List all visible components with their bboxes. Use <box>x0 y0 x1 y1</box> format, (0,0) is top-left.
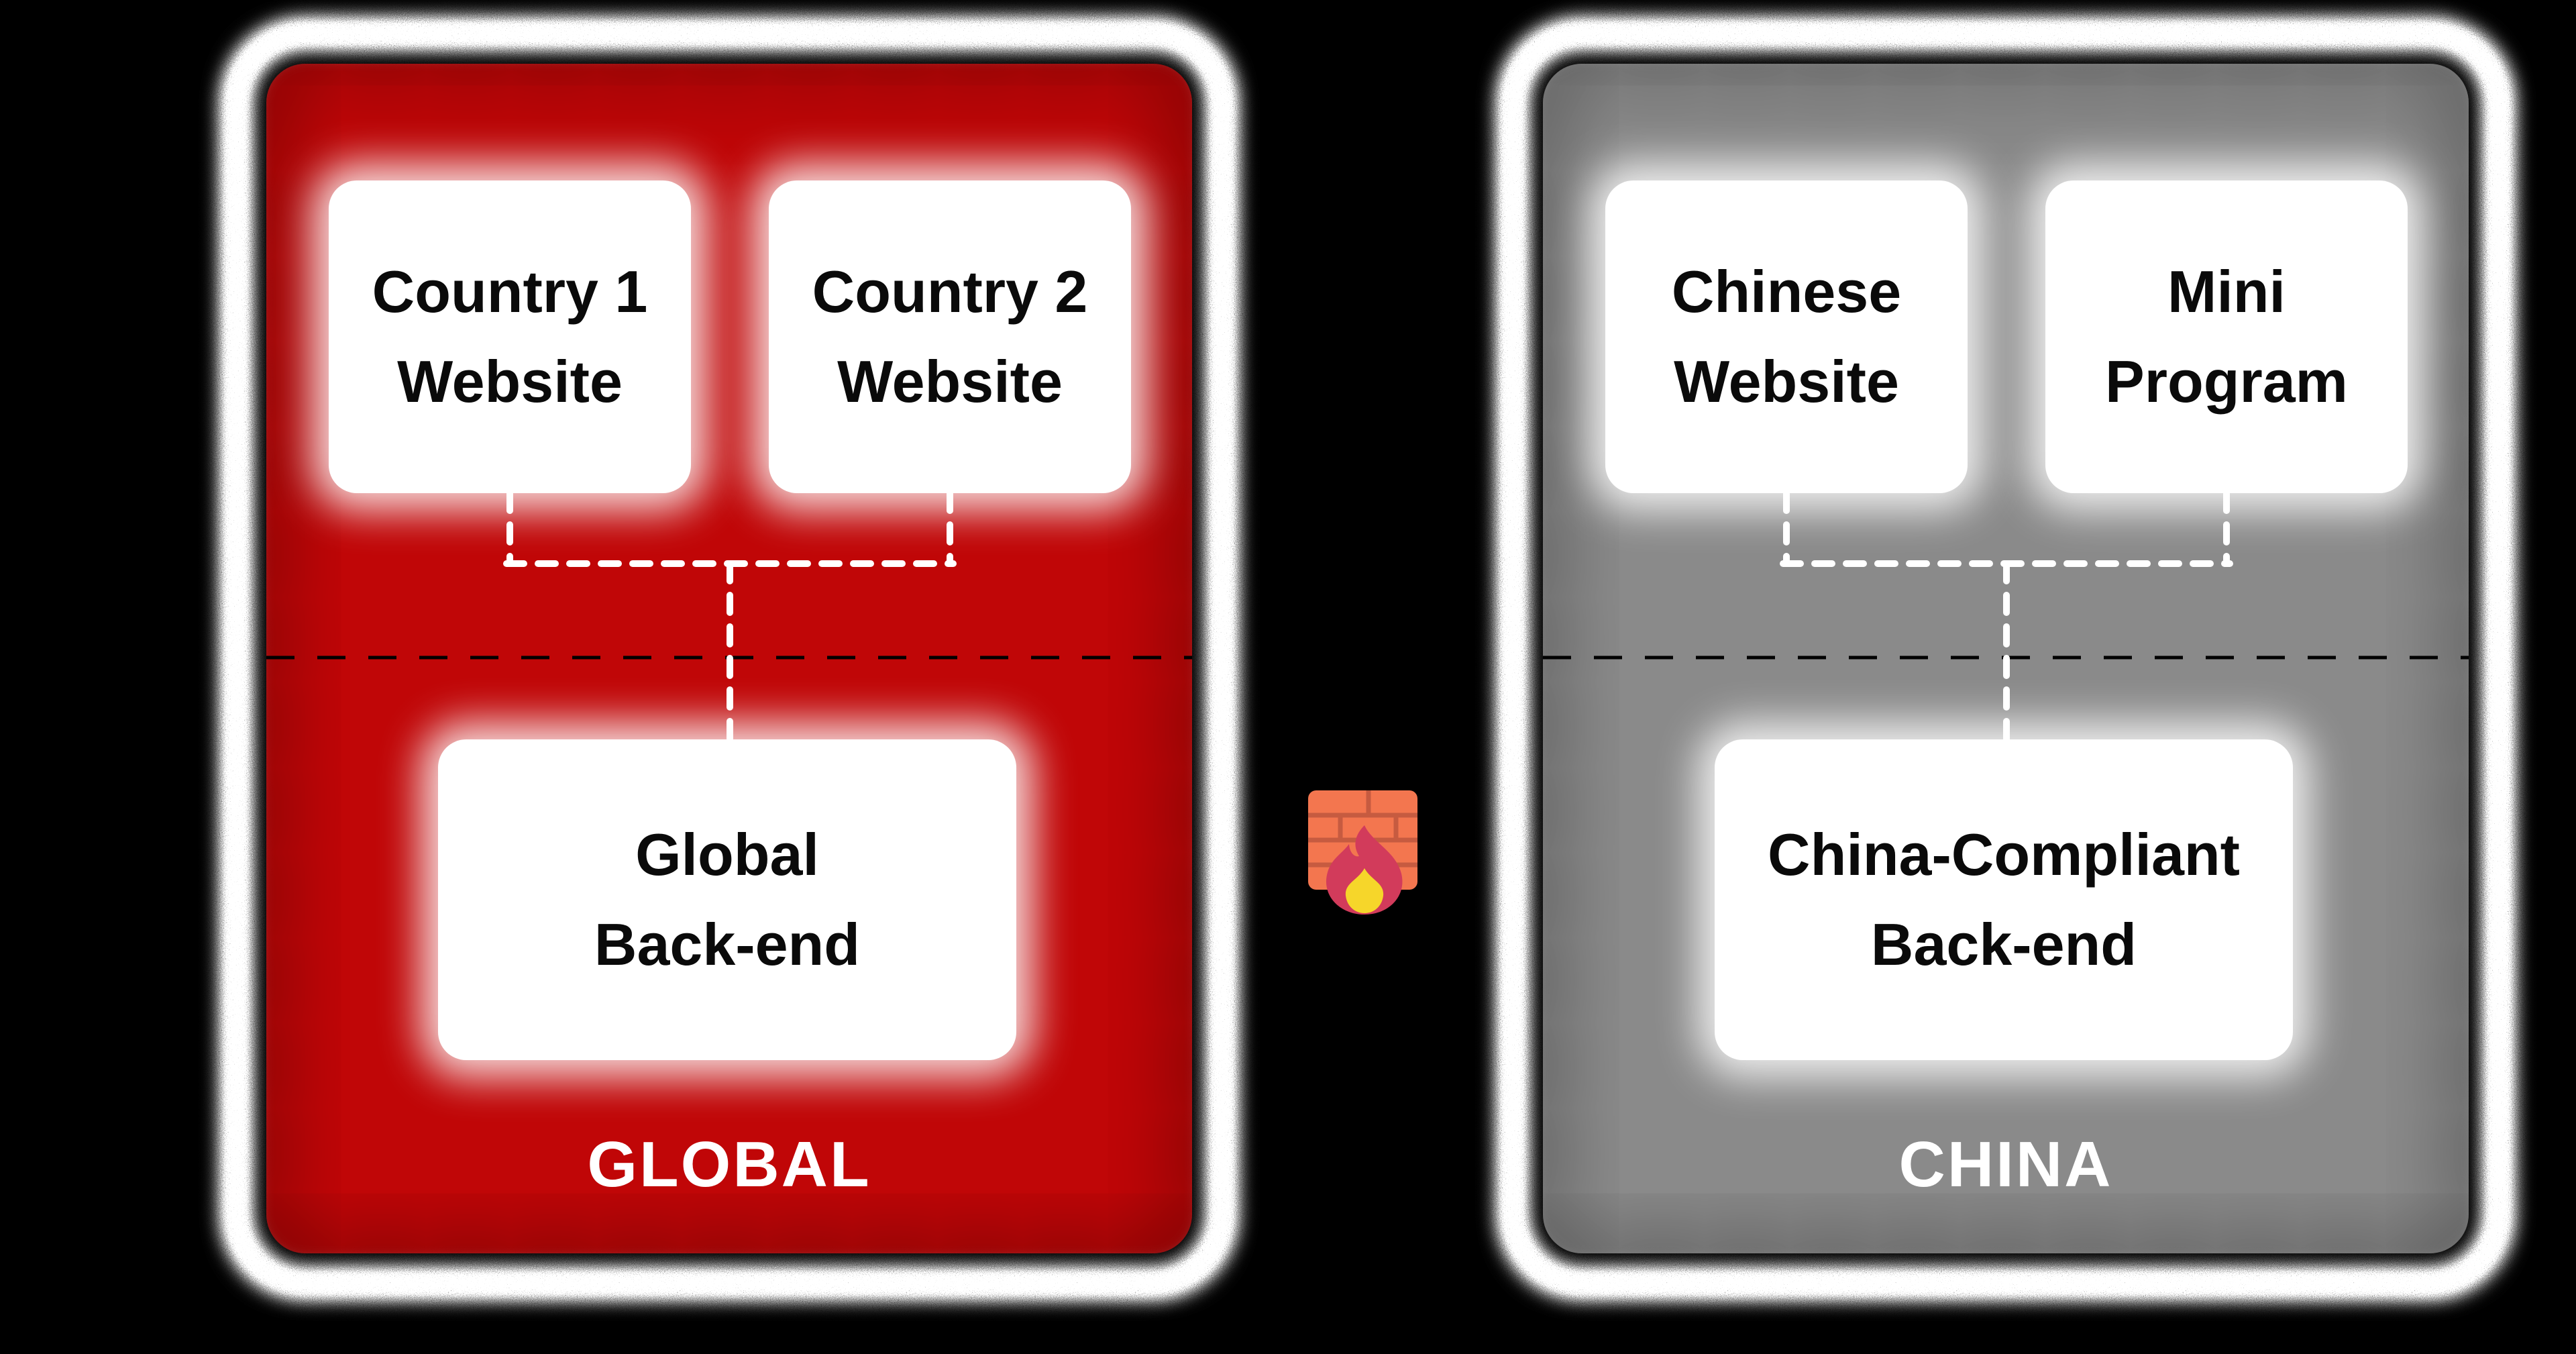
node-label-line: Chinese <box>1671 258 1902 325</box>
flame-inner <box>1345 868 1384 913</box>
node-label-line: Country 1 <box>372 258 648 325</box>
node-label-line: Website <box>1674 348 1899 415</box>
firewall-icon <box>1307 786 1421 918</box>
node-country-1-website: Country 1 Website <box>329 180 691 493</box>
node-label-line: China-Compliant <box>1768 821 2240 888</box>
node-global-backend: Global Back-end <box>438 739 1016 1060</box>
node-label-line: Country 2 <box>812 258 1088 325</box>
node-label-line: Mini <box>2167 258 2286 325</box>
node-mini-program: Mini Program <box>2045 180 2408 493</box>
node-label-line: Website <box>837 348 1063 415</box>
panel-global: Country 1 Website Country 2 Website Glob… <box>223 20 1236 1297</box>
node-label-line: Global <box>635 821 819 888</box>
diagram-canvas: Country 1 Website Country 2 Website Glob… <box>223 20 2512 1297</box>
panel-china: Chinese Website Mini Program China-Compl… <box>1499 20 2512 1297</box>
node-country-2-website: Country 2 Website <box>769 180 1131 493</box>
node-chinese-website: Chinese Website <box>1605 180 1968 493</box>
node-china-compliant-backend: China-Compliant Back-end <box>1715 739 2293 1060</box>
panel-title-global: GLOBAL <box>587 1129 871 1200</box>
panel-title-china: CHINA <box>1898 1129 2113 1200</box>
node-label-line: Back-end <box>594 911 861 978</box>
node-label-line: Website <box>397 348 623 415</box>
node-label-line: Program <box>2105 348 2348 415</box>
node-label-line: Back-end <box>1870 911 2137 978</box>
